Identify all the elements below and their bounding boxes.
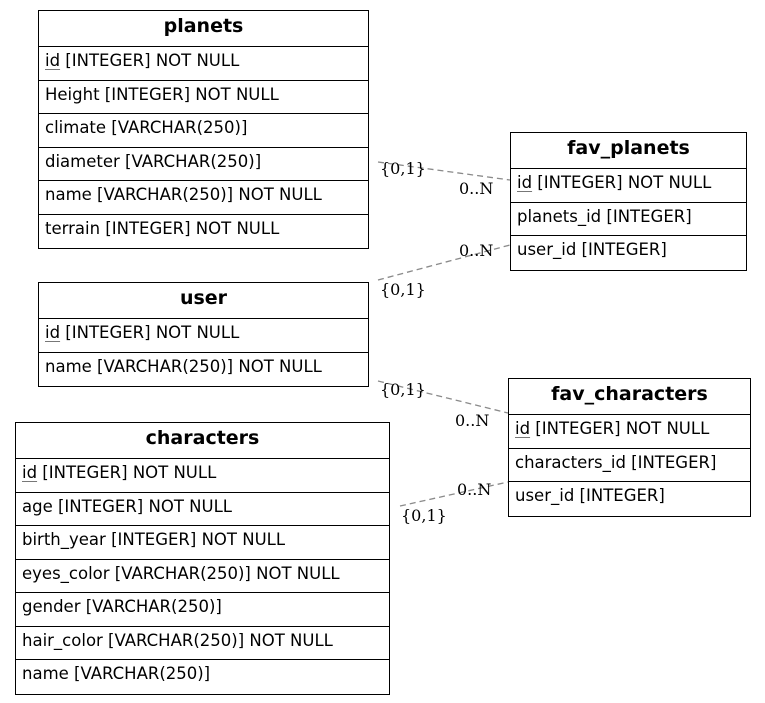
field-row[interactable]: gender [VARCHAR(250)] — [16, 593, 389, 627]
cardinality-to: 0..N — [455, 411, 489, 430]
field-definition: [INTEGER] NOT NULL — [532, 173, 712, 192]
primary-key-label: id — [517, 173, 533, 192]
primary-key-label: id — [22, 463, 38, 482]
entity-title: user — [39, 283, 368, 319]
entity-fav-planets[interactable]: fav_planets id [INTEGER] NOT NULL planet… — [510, 132, 747, 271]
cardinality-to: 0..N — [459, 241, 493, 260]
entity-title: planets — [39, 11, 368, 47]
field-definition: [INTEGER] NOT NULL — [60, 323, 240, 342]
field-row[interactable]: eyes_color [VARCHAR(250)] NOT NULL — [16, 560, 389, 593]
field-definition: user_id [INTEGER] — [517, 240, 667, 259]
rel-planets-fav-planets: {0,1} 0..N — [377, 159, 511, 198]
field-row[interactable]: diameter [VARCHAR(250)] — [39, 148, 368, 181]
field-definition: [INTEGER] NOT NULL — [60, 51, 240, 70]
field-definition: characters_id [INTEGER] — [515, 452, 717, 472]
cardinality-from: {0,1} — [380, 280, 426, 299]
field-definition: diameter [VARCHAR(250)] — [45, 151, 262, 171]
field-definition: Height [INTEGER] NOT NULL — [45, 84, 279, 104]
field-definition: eyes_color [VARCHAR(250)] NOT NULL — [22, 563, 340, 583]
field-row[interactable]: id [INTEGER] NOT NULL — [511, 169, 746, 203]
field-row[interactable]: age [INTEGER] NOT NULL — [16, 493, 389, 526]
field-row[interactable]: user_id [INTEGER] — [509, 482, 750, 516]
cardinality-to: 0..N — [459, 179, 493, 198]
field-row[interactable]: id [INTEGER] NOT NULL — [16, 459, 389, 493]
field-definition: name [VARCHAR(250)] — [22, 664, 211, 683]
entity-user[interactable]: user id [INTEGER] NOT NULL name [VARCHAR… — [38, 282, 369, 387]
cardinality-to: 0..N — [457, 480, 491, 499]
relationship-line — [399, 481, 509, 507]
primary-key-label: id — [45, 51, 61, 70]
cardinality-from: {0,1} — [380, 159, 426, 178]
field-row[interactable]: planets_id [INTEGER] — [511, 203, 746, 236]
entity-title: fav_planets — [511, 133, 746, 169]
field-definition: birth_year [INTEGER] NOT NULL — [22, 530, 286, 549]
field-definition: [INTEGER] NOT NULL — [37, 463, 217, 482]
field-definition: planets_id [INTEGER] — [517, 206, 692, 226]
field-row[interactable]: terrain [INTEGER] NOT NULL — [39, 215, 368, 249]
field-row[interactable]: climate [VARCHAR(250)] — [39, 114, 368, 148]
rel-user-fav-planets: {0,1} 0..N — [377, 241, 511, 299]
relationship-line — [377, 161, 511, 181]
field-definition: climate [VARCHAR(250)] — [45, 118, 248, 137]
relationship-line — [377, 244, 511, 281]
field-row[interactable]: user_id [INTEGER] — [511, 236, 746, 270]
entity-planets[interactable]: planets id [INTEGER] NOT NULL Height [IN… — [38, 10, 369, 249]
field-row[interactable]: name [VARCHAR(250)] NOT NULL — [39, 353, 368, 387]
entity-characters[interactable]: characters id [INTEGER] NOT NULL age [IN… — [15, 422, 390, 695]
field-definition: gender [VARCHAR(250)] — [22, 597, 222, 616]
cardinality-from: {0,1} — [380, 380, 426, 399]
field-row[interactable]: id [INTEGER] NOT NULL — [509, 415, 750, 449]
field-definition: user_id [INTEGER] — [515, 486, 665, 505]
field-row[interactable]: Height [INTEGER] NOT NULL — [39, 81, 368, 114]
field-row[interactable]: name [VARCHAR(250)] NOT NULL — [39, 181, 368, 215]
entity-title: characters — [16, 423, 389, 459]
field-row[interactable]: id [INTEGER] NOT NULL — [39, 319, 368, 353]
field-definition: age [INTEGER] NOT NULL — [22, 496, 232, 516]
entity-title: fav_characters — [509, 379, 750, 415]
field-definition: [INTEGER] NOT NULL — [530, 419, 710, 438]
relationship-line — [377, 380, 509, 414]
field-definition: name [VARCHAR(250)] NOT NULL — [45, 185, 322, 204]
field-definition: name [VARCHAR(250)] NOT NULL — [45, 356, 322, 376]
field-row[interactable]: hair_color [VARCHAR(250)] NOT NULL — [16, 627, 389, 660]
primary-key-label: id — [515, 419, 531, 438]
field-row[interactable]: id [INTEGER] NOT NULL — [39, 47, 368, 81]
cardinality-from: {0,1} — [401, 506, 447, 525]
field-row[interactable]: characters_id [INTEGER] — [509, 449, 750, 482]
rel-characters-fav-characters: {0,1} 0..N — [399, 480, 509, 525]
primary-key-label: id — [45, 323, 61, 342]
rel-user-fav-characters: {0,1} 0..N — [377, 380, 509, 430]
field-definition: hair_color [VARCHAR(250)] NOT NULL — [22, 630, 333, 650]
field-row[interactable]: birth_year [INTEGER] NOT NULL — [16, 526, 389, 560]
field-row[interactable]: name [VARCHAR(250)] — [16, 660, 389, 694]
entity-fav-characters[interactable]: fav_characters id [INTEGER] NOT NULL cha… — [508, 378, 751, 517]
field-definition: terrain [INTEGER] NOT NULL — [45, 218, 280, 238]
